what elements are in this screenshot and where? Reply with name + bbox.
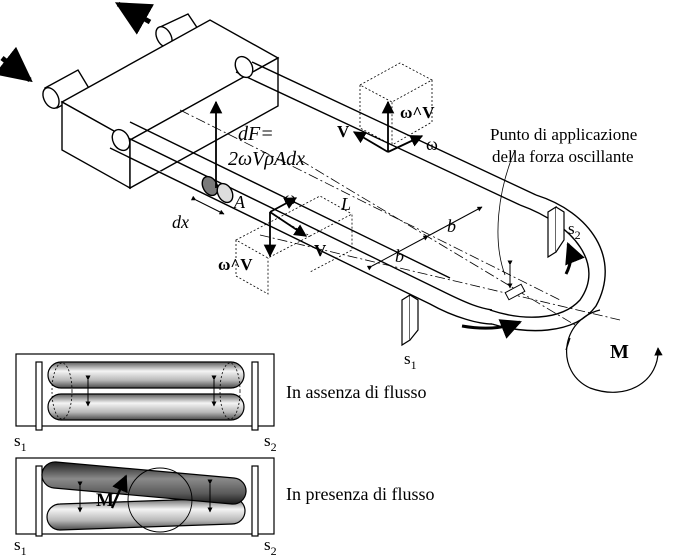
upper-labels: dF= 2ωVρAdx A dx L b b ω V ω^V ω V ω^V M… (172, 103, 637, 372)
application-point (497, 149, 526, 301)
tube-section-dx (190, 175, 234, 215)
b-label-right: b (447, 216, 456, 236)
flow-s2-post (251, 465, 259, 537)
b-dimensions (366, 206, 483, 271)
inlet-arrow (0, 46, 33, 83)
manifold-block (60, 19, 280, 190)
near-vector-triad (263, 197, 308, 258)
moment-arrow-start (565, 337, 571, 351)
bend-flow-arrows (461, 242, 585, 339)
cross-far-label: ω^V (400, 103, 435, 122)
center-lines (179, 109, 621, 326)
v-far-label: V (337, 122, 350, 141)
inlet-pipe-stub (42, 69, 91, 109)
dx-label: dx (172, 212, 189, 232)
no-flow-upper-tube (47, 361, 245, 389)
upper-s1-label: s1 (14, 431, 27, 454)
far-vector-triad (352, 100, 424, 153)
moment-arrow (566, 309, 663, 393)
moment-lower-label: M (96, 490, 114, 511)
no-flow-caption: In assenza di flusso (286, 382, 426, 402)
lower-s2-label: s2 (264, 535, 277, 558)
sensor-s2-label: s2 (568, 219, 581, 242)
no-flow-view (15, 353, 275, 431)
no-flow-lower-tube (47, 393, 245, 421)
sensor-s1-plate (401, 293, 419, 347)
cross-near-label: ω^V (218, 255, 253, 274)
flow-caption: In presenza di flusso (286, 484, 434, 504)
flow-view (15, 457, 275, 537)
application-label-line1: Punto di applicazione (490, 125, 637, 144)
df-formula-line2: 2ωVρAdx (228, 148, 305, 170)
df-formula-line1: dF= (238, 123, 274, 145)
omega-far-label: ω (426, 134, 438, 154)
no-flow-s2-post (251, 361, 259, 431)
sensor-s1-label: s1 (404, 349, 417, 372)
outlet-arrow (114, 1, 155, 35)
b-label-left: b (395, 246, 404, 266)
lower-s1-label: s1 (14, 535, 27, 558)
isometric-flowmeter (0, 1, 663, 393)
upper-s2-label: s2 (264, 431, 277, 454)
near-reference-box (235, 195, 353, 295)
far-reference-box (359, 62, 433, 146)
flow-lower-tube (46, 497, 246, 531)
flow-upper-tube (41, 461, 247, 505)
length-label: L (340, 194, 351, 214)
no-flow-s1-post (35, 361, 43, 431)
flow-s1-post (35, 465, 43, 537)
omega-near-label: ω (284, 188, 296, 208)
sensor-s2-plate (547, 205, 565, 259)
application-label-line2: della forza oscillante (492, 147, 634, 166)
v-near-label: V (314, 241, 327, 260)
moment-main-label: M (610, 341, 629, 363)
area-label: A (233, 192, 246, 212)
